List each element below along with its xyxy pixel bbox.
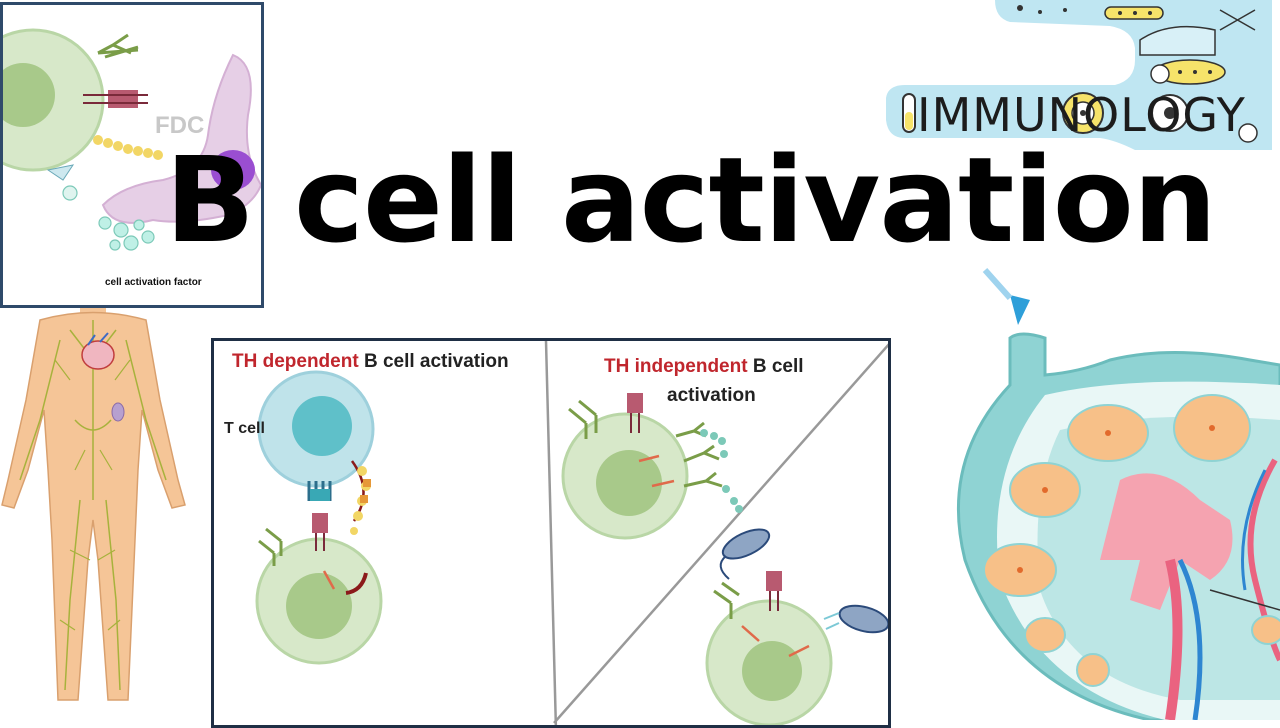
th-dependent-title: TH dependent B cell activation	[232, 351, 509, 373]
page-title: B cell activation	[165, 131, 1217, 269]
activation-diagram-drawing	[255, 341, 888, 725]
fdc-label: FDC	[155, 112, 205, 139]
th-dependent-suffix: B cell activation	[358, 351, 509, 372]
activation-diagram-panel	[211, 338, 891, 728]
th-independent-suffix: B cell	[747, 356, 804, 377]
fdc-inset-panel	[0, 2, 264, 308]
fdc-inset-drawing	[3, 28, 261, 251]
lymph-node-illustration	[956, 268, 1280, 720]
t-cell-label: T cell	[224, 420, 265, 437]
activation-factor-label: cell activation factor	[105, 277, 202, 288]
th-independent-title-line2: activation	[667, 385, 756, 406]
logo-text: IMMUNOLOGY	[917, 88, 1246, 142]
th-independent-prefix: TH independent	[604, 356, 748, 377]
immunology-logo	[886, 0, 1272, 150]
th-dependent-prefix: TH dependent	[232, 351, 359, 372]
th-independent-title: TH independent B cell	[604, 356, 804, 378]
